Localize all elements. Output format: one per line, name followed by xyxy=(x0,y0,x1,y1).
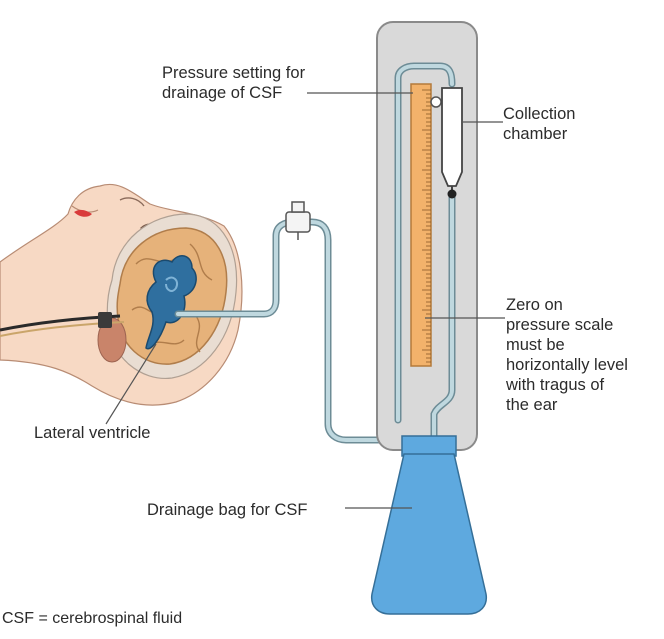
stopcock xyxy=(285,201,311,240)
label-zero-line6: the ear xyxy=(506,396,558,414)
label-pressure-setting: Pressure setting for drainage of CSF xyxy=(162,63,305,103)
label-pressure-setting-line1: Pressure setting for xyxy=(162,64,306,82)
bag-neck xyxy=(401,435,457,457)
ventricle-highlight xyxy=(165,276,178,292)
return-tube-inner xyxy=(432,194,454,444)
catheter-clamp xyxy=(98,312,112,328)
collection-chamber-graphic xyxy=(441,87,463,199)
chamber-valve xyxy=(447,189,457,199)
panel-tube-inner xyxy=(396,64,454,422)
leader-lines xyxy=(105,92,505,509)
panel-tubing xyxy=(394,62,456,446)
label-zero-line3: must be xyxy=(506,336,565,354)
lips xyxy=(74,209,92,217)
pressure-scale xyxy=(410,83,442,367)
leader-ventricle xyxy=(105,343,157,425)
stopcock-handle xyxy=(291,201,305,213)
label-pressure-setting-line2: drainage of CSF xyxy=(162,84,283,102)
stopcock-body xyxy=(285,211,311,233)
pressure-scale-ticks xyxy=(422,89,431,363)
label-lateral-ventricle: Lateral ventricle xyxy=(34,424,151,442)
footnote: CSF = cerebrospinal fluid xyxy=(2,610,183,627)
label-collection-line2: chamber xyxy=(503,125,568,143)
label-zero-pressure: Zero on pressure scale must be horizonta… xyxy=(506,295,628,415)
label-drainage-bag: Drainage bag for CSF xyxy=(147,501,308,519)
pressure-set-marker xyxy=(430,96,442,108)
drainage-bag-graphic xyxy=(370,435,488,615)
collection-chamber-body xyxy=(441,87,463,187)
label-zero-line1: Zero on xyxy=(506,296,563,314)
brain-folds xyxy=(131,243,213,353)
pressure-scale-ruler xyxy=(410,83,432,367)
label-zero-line5: with tragus of xyxy=(506,376,605,394)
label-collection-chamber: Collection chamber xyxy=(503,104,575,144)
label-zero-line4: horizontally level xyxy=(506,356,628,374)
patient-head xyxy=(0,183,243,406)
label-zero-line2: pressure scale xyxy=(506,316,614,334)
brow xyxy=(119,197,145,207)
bag-body xyxy=(370,453,488,615)
label-collection-line1: Collection xyxy=(503,105,576,123)
